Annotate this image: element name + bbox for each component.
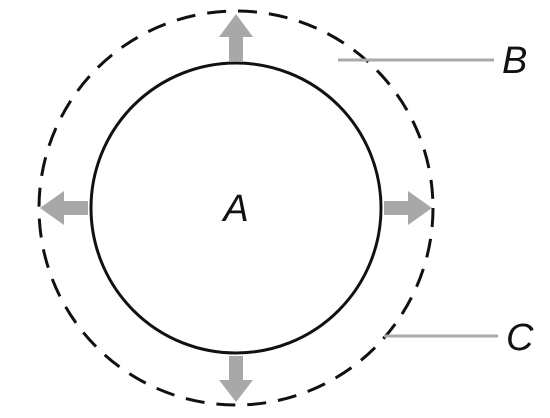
outer-label-b: B [502, 40, 527, 82]
outer-dashed-circle [37, 9, 435, 407]
arrow-up-icon [219, 14, 253, 61]
outer-label-c: C [506, 317, 534, 359]
center-label: A [221, 188, 248, 230]
arrow-left-icon [40, 191, 88, 225]
arrow-right-icon [384, 191, 432, 225]
arrow-down-icon [219, 356, 253, 402]
inner-solid-circle [89, 61, 383, 355]
